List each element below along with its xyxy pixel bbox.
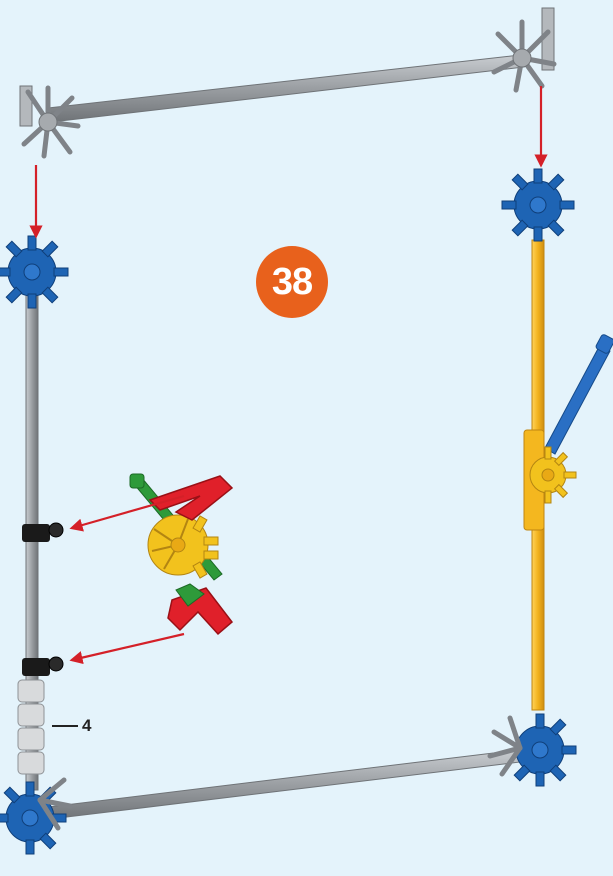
blue-connector-left-top	[0, 236, 68, 308]
blue-connector-right-bottom	[514, 714, 576, 786]
placement-arrow-icon	[36, 86, 541, 660]
black-clip-lower	[22, 657, 63, 676]
gray-connector-top-left	[20, 86, 78, 156]
bottom-rod	[40, 750, 520, 820]
gray-connector-top-right	[494, 8, 554, 90]
top-rod	[48, 55, 524, 122]
callout-leader-line	[52, 725, 78, 727]
spacer-quantity-callout: 4	[52, 716, 91, 736]
spacer-quantity-text: 4	[82, 716, 91, 736]
blue-connector-right-top	[502, 169, 574, 241]
blue-connector-left-bottom	[0, 782, 66, 854]
gray-connector-bottom-right	[490, 718, 520, 774]
step-number-badge: 38	[256, 246, 328, 318]
black-clip-upper	[22, 523, 63, 542]
blue-angled-rod	[545, 334, 613, 454]
